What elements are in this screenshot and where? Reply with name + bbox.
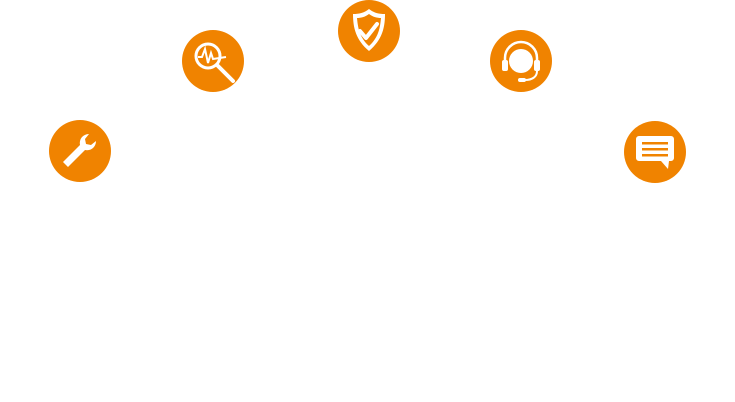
wrench-icon bbox=[49, 120, 111, 182]
shield-check-icon bbox=[338, 0, 400, 62]
chat-bubble-icon bbox=[624, 121, 686, 183]
headset-icon bbox=[490, 30, 552, 92]
search-pulse-icon bbox=[182, 30, 244, 92]
